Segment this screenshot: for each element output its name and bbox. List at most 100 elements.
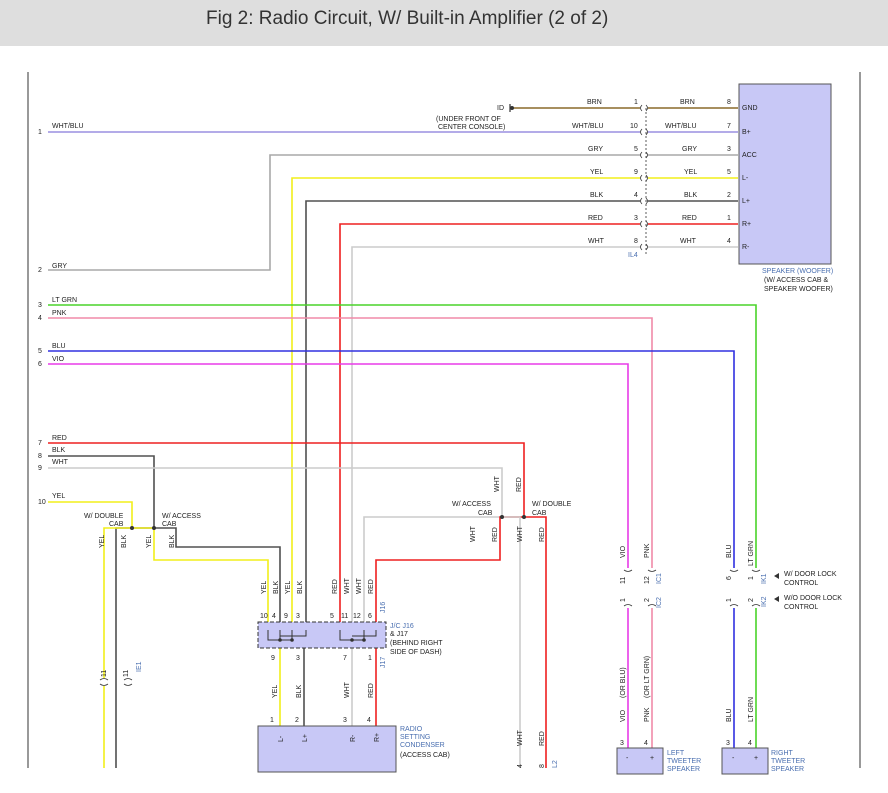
bus-1 — [267, 630, 281, 641]
jc-note-1: (BEHIND RIGHT — [390, 640, 443, 647]
ik2-arrow — [774, 596, 779, 602]
l2-id: L2 — [552, 760, 559, 768]
condenser-box — [257, 725, 397, 773]
left-pin-8: 8 — [38, 453, 42, 460]
l2-pin-wht: 4 — [517, 764, 524, 768]
connector-ik1-ik2: 6 1 IK1 1 2 IK2 W/ DOOR LOCK CONTROL W/O… — [726, 569, 842, 611]
splice-red — [522, 515, 526, 519]
ik2-note-1: W/O DOOR LOCK — [784, 595, 842, 602]
left-wire-label-9: WHT — [52, 459, 69, 466]
l2-pin-red: 8 — [539, 764, 546, 768]
condenser-note: (ACCESS CAB) — [400, 752, 450, 759]
right-tweeter-name-2: TWEETER — [771, 758, 805, 765]
il4-lpin-4: 9 — [634, 169, 638, 176]
vlabel-pnk-1: PNK — [644, 543, 651, 558]
jc-top-pin-6: 11 — [341, 613, 348, 620]
il4-lcolor-2: WHT/BLU — [572, 123, 604, 130]
vlabel-blk-4: BLK — [297, 580, 304, 594]
woofer-term-b: B+ — [742, 129, 751, 136]
ik2-pin-blu: 1 — [726, 598, 733, 602]
wire-yel-left — [291, 177, 640, 622]
il4-lpin-3: 5 — [634, 146, 638, 153]
left-wire-label-4: PNK — [52, 310, 67, 317]
wire-wht-double-cab — [502, 516, 521, 768]
condenser-name-2: SETTING — [400, 734, 430, 741]
ie1-pin-yel: 11 — [101, 670, 108, 677]
woofer-term-gnd: GND — [742, 105, 758, 112]
vlabel-yel-2: YEL — [146, 535, 153, 548]
left-pin-2: 2 — [38, 267, 42, 274]
condenser-term-lplus: L+ — [302, 734, 309, 742]
connector-il4-id: IL4 — [628, 252, 638, 259]
splice-right-b-2: CAB — [532, 510, 547, 517]
wire-blk-access-cab — [154, 527, 281, 622]
ground-dot — [510, 106, 514, 110]
wire-gry-left — [48, 154, 640, 271]
il4-rpin-4: 5 — [727, 169, 731, 176]
il4-rpin-3: 3 — [727, 146, 731, 153]
vlabel-yel-5: YEL — [272, 685, 279, 698]
wire-ltgrn-top — [48, 304, 757, 568]
left-wire-label-6: VIO — [52, 356, 65, 363]
vlabel-wht-7: WHT — [517, 729, 524, 746]
vlabel-red-3: RED — [516, 477, 523, 492]
right-tweeter-plus: + — [754, 755, 758, 762]
ie1-id: IE1 — [136, 661, 143, 672]
speaker-woofer: GND B+ ACC L- L+ R+ R- SPEAKER (WOOFER) … — [738, 83, 833, 293]
il4-rcolor-2: WHT/BLU — [665, 123, 697, 130]
woofer-term-lminus: L- — [742, 175, 749, 182]
connector-l2: 4 8 L2 — [517, 760, 559, 768]
bus-4 — [339, 630, 352, 641]
right-tweeter-name-3: SPEAKER — [771, 766, 804, 773]
left-wire-label-2: GRY — [52, 263, 67, 270]
vlabel-red-1: RED — [332, 579, 339, 594]
vlabel-wht-3: WHT — [494, 475, 501, 492]
il4-lpin-5: 4 — [634, 192, 638, 199]
left-wire-label-7: RED — [52, 435, 67, 442]
ik2-chevron — [729, 604, 761, 607]
left-tweeter-speaker: 3 4 - + LEFT TWEETER SPEAKER — [616, 740, 701, 775]
il4-lpin-2: 10 — [630, 123, 638, 130]
jc-top-pin-1: 10 — [260, 613, 268, 620]
junction-dots — [278, 638, 366, 642]
junction-box — [257, 621, 387, 649]
left-tweeter-name-2: TWEETER — [667, 758, 701, 765]
vlabel-red-2: RED — [368, 579, 375, 594]
left-pin-10: 10 — [38, 499, 46, 506]
jc-top-pin-3: 9 — [284, 613, 288, 620]
vlabel-blu-1: BLU — [726, 544, 733, 558]
ground-label: ID — [497, 105, 504, 112]
il4-lcolor-1: BRN — [587, 99, 602, 106]
chevron-3 — [640, 151, 648, 159]
il4-lcolor-7: WHT — [588, 238, 605, 245]
left-wire-label-10: YEL — [52, 493, 65, 500]
wire-yel-access-cab — [132, 527, 269, 622]
vlabel-ltgrn-2: LT GRN — [748, 697, 755, 722]
wire-red-left — [339, 223, 640, 622]
left-tweeter-minus: - — [626, 755, 629, 762]
vlabel-vio-2: VIO — [620, 709, 627, 722]
ic2-chevron — [623, 604, 657, 607]
il4-rcolor-4: YEL — [684, 169, 697, 176]
wire-yel-10 — [48, 501, 133, 528]
chevron-2 — [640, 128, 648, 136]
wire-wht-9 — [48, 467, 503, 517]
splice-points — [130, 515, 526, 530]
condenser-term-rplus: R+ — [374, 733, 381, 742]
condenser-term-lminus: L- — [278, 735, 285, 742]
connector-il4: BRN 1 BRN 8 WHT/BLU 10 WHT/BLU 7 GRY 5 G… — [572, 99, 731, 259]
left-wire-label-8: BLK — [52, 447, 66, 454]
chevron-1 — [640, 104, 648, 112]
vlabel-red-5: RED — [539, 527, 546, 542]
vlabel-blk-3: BLK — [273, 580, 280, 594]
right-tweeter-pin-4: 4 — [748, 740, 752, 747]
woofer-term-rplus: R+ — [742, 221, 751, 228]
right-tweeter-name-1: RIGHT — [771, 750, 794, 757]
vlabel-or-blu: (OR BLU) — [620, 667, 627, 698]
ik2-id: IK2 — [761, 596, 768, 607]
left-tweeter-name-1: LEFT — [667, 750, 685, 757]
woofer-note-1: (W/ ACCESS CAB & — [764, 277, 829, 284]
left-pins: 1 WHT/BLU 2 GRY 3 LT GRN 4 PNK 5 BLU 6 V… — [38, 123, 84, 506]
jc-name-1: J/C J16 — [390, 623, 414, 630]
